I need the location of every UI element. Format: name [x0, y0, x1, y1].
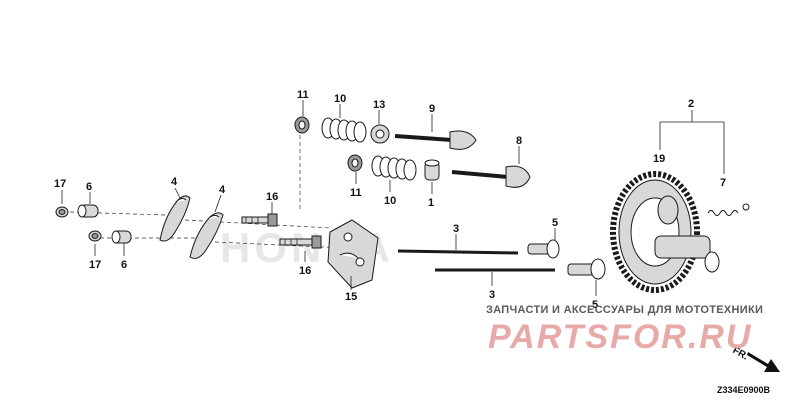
callout-6-lower: 6: [121, 259, 127, 271]
callout-10-lower: 10: [384, 195, 396, 207]
valve-lifter-upper: [527, 239, 560, 259]
callout-13: 13: [373, 99, 385, 111]
callout-numbers: 17 6 17 6 4 4 16 16 15 11 10 13 9 11 10 …: [54, 89, 726, 311]
callout-10-upper: 10: [334, 93, 346, 105]
callout-2: 2: [688, 98, 694, 110]
callout-4-lower: 4: [219, 184, 226, 196]
callout-8: 8: [516, 135, 522, 147]
diagram-code: Z334E0900B: [717, 385, 771, 395]
callout-19: 19: [653, 153, 665, 165]
callout-15: 15: [345, 291, 357, 303]
callout-6-upper: 6: [86, 181, 92, 193]
callout-17-upper: 17: [54, 178, 66, 190]
valve-8: [451, 165, 531, 188]
callout-4-upper: 4: [171, 176, 178, 188]
callout-3-lower: 3: [489, 289, 495, 301]
rocker-arm-upper: [159, 195, 191, 242]
callout-11-lower: 11: [350, 187, 362, 199]
valve-9: [394, 130, 477, 150]
callout-17-lower: 17: [89, 259, 101, 271]
callout-1: 1: [428, 197, 434, 209]
rocker-bolt-upper: [241, 213, 278, 227]
callout-5-upper: 5: [552, 217, 558, 229]
valve-cotter-lower: [347, 154, 363, 172]
valve-spring-lower: [371, 155, 417, 181]
valve-spring-upper: [321, 117, 367, 143]
callout-3-upper: 3: [453, 223, 459, 235]
rocker-bolt-lower: [279, 235, 322, 249]
watermark-logo: PARTSFOR.RU: [488, 318, 753, 356]
part-6-lower: [111, 230, 132, 244]
rocker-arm-lower: [189, 212, 224, 259]
callout-11-upper: 11: [297, 89, 309, 101]
callout-16-upper: 16: [266, 191, 278, 203]
pushrod-upper: [397, 249, 519, 255]
decompressor-spring: [707, 203, 750, 216]
callout-16-lower: 16: [299, 265, 311, 277]
part-17-upper: [55, 206, 69, 218]
part-6-upper: [77, 204, 99, 218]
pushrod-guide-plate: [327, 219, 379, 289]
camshaft-gear: [610, 171, 720, 293]
valve-retainer-13: [370, 124, 390, 144]
callout-5-lower: 5: [592, 299, 598, 311]
callout-7: 7: [720, 177, 726, 189]
callout-9: 9: [429, 103, 435, 115]
valve-retainer-1: [424, 159, 440, 181]
arrow-down-right-icon: [747, 352, 780, 372]
callout-leader-lines: [61, 100, 725, 296]
valve-lifter-lower: [567, 258, 606, 280]
valve-cotter-upper: [294, 116, 310, 134]
part-17-lower: [88, 230, 102, 242]
watermark-tagline: ЗАПЧАСТИ И АКСЕССУАРЫ ДЛЯ МОТОТЕХНИКИ: [486, 304, 764, 316]
